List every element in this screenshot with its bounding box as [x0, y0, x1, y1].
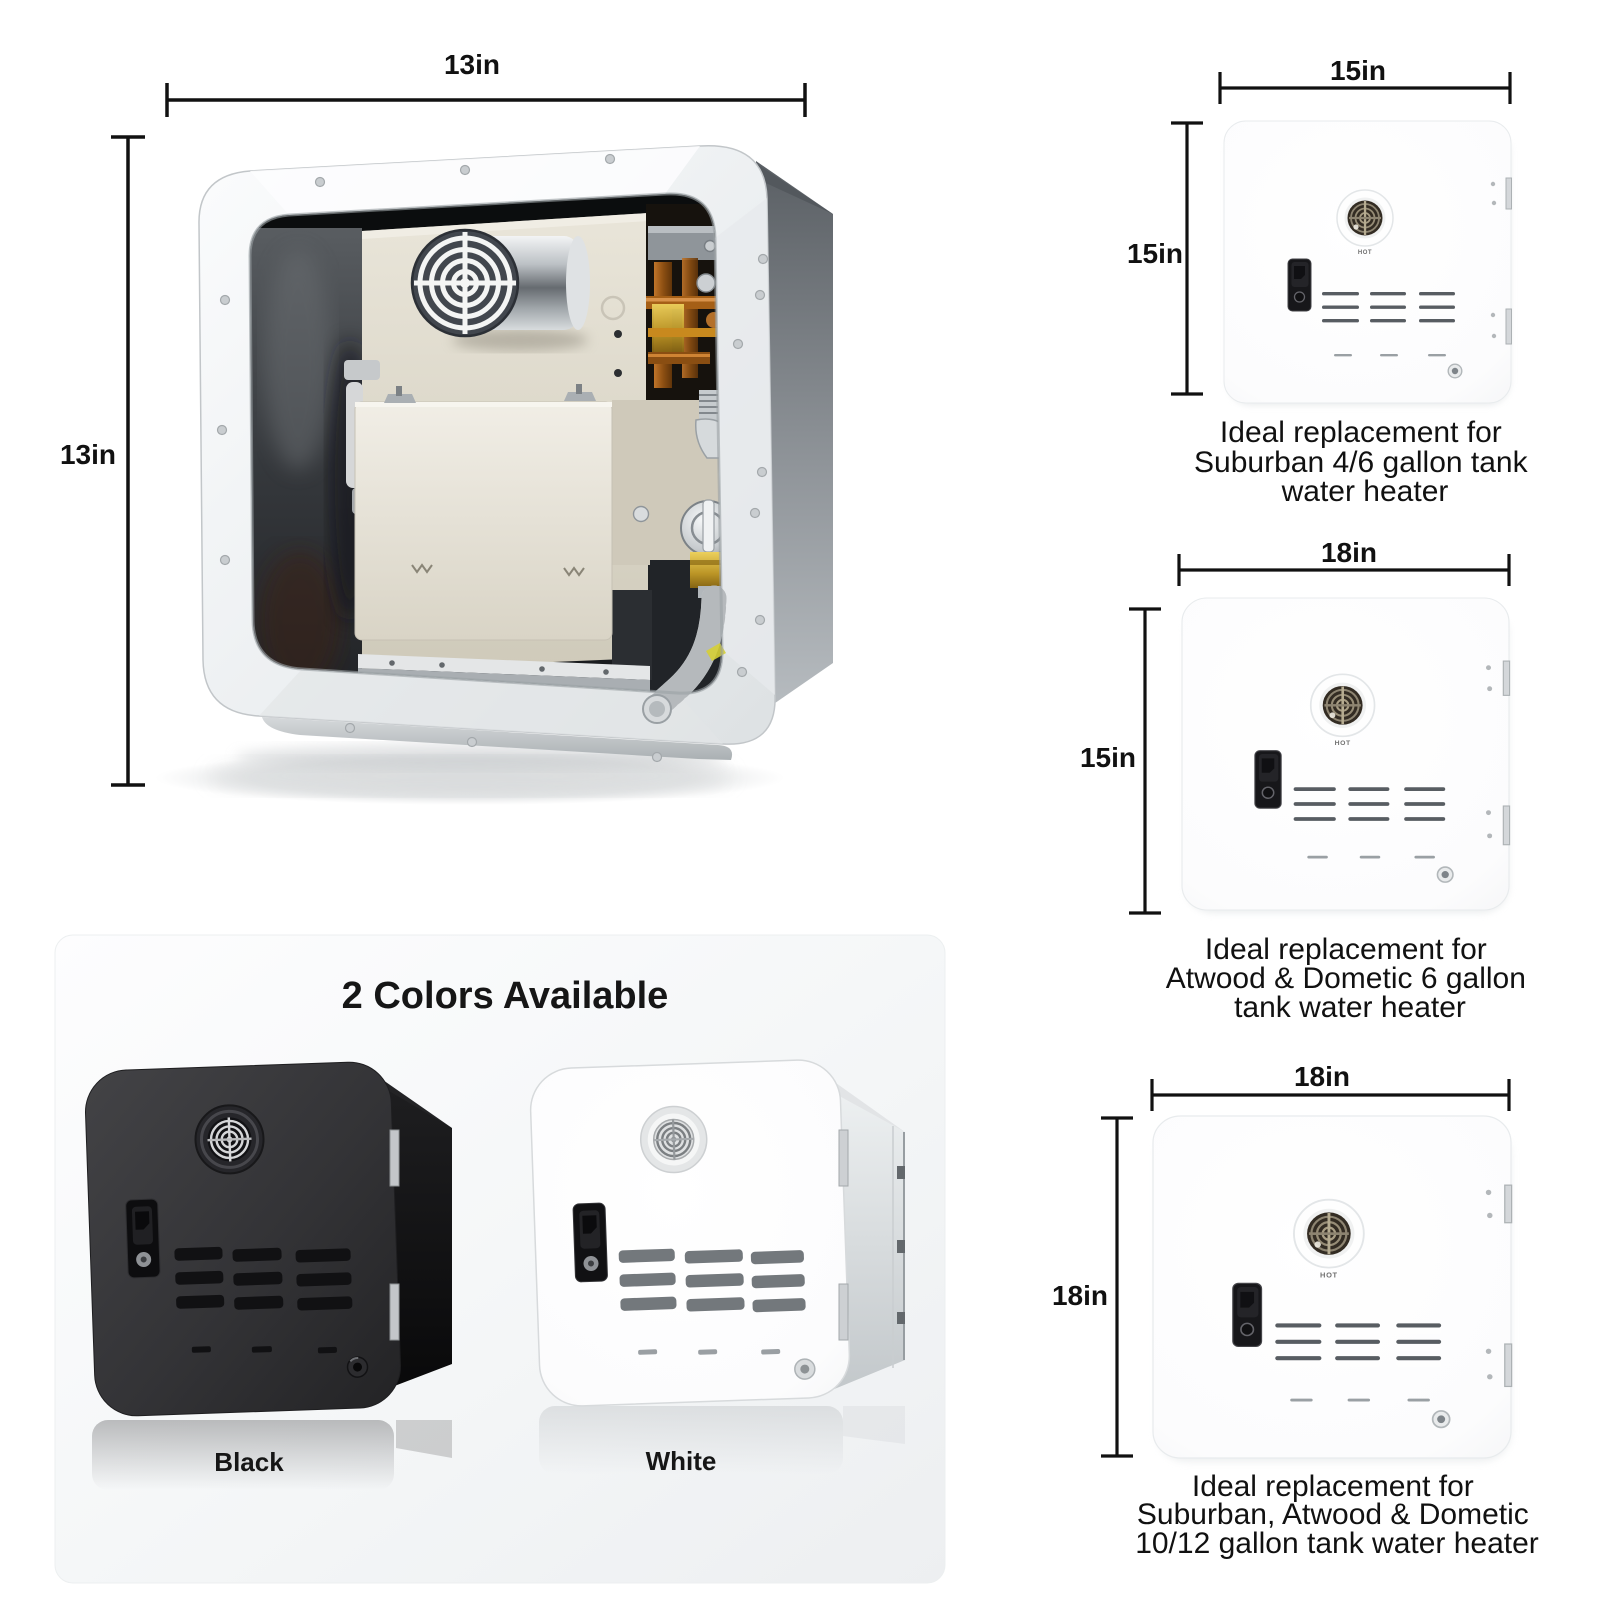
svg-text:Ideal replacement for Subu: Ideal replacement for Suburban, Atwood &…: [1135, 1470, 1539, 1560]
svg-text:15in: 15in: [1127, 238, 1183, 269]
svg-text:White: White: [646, 1446, 717, 1476]
svg-text:Ideal replacement for Atwo: Ideal replacement for Atwood & Dometic 6…: [1166, 933, 1535, 1024]
svg-text:Ideal replacement for Subu: Ideal replacement for Suburban 4/6 gallo…: [1194, 416, 1536, 508]
svg-text:Black: Black: [214, 1447, 284, 1477]
svg-text:15in: 15in: [1080, 742, 1136, 773]
svg-text:13in: 13in: [444, 49, 500, 80]
svg-text:2 Colors Available: 2 Colors Available: [342, 975, 669, 1017]
svg-text:18in: 18in: [1294, 1061, 1350, 1092]
svg-text:15in: 15in: [1330, 55, 1386, 86]
svg-text:18in: 18in: [1321, 537, 1377, 568]
svg-text:13in: 13in: [60, 439, 116, 470]
svg-text:18in: 18in: [1052, 1280, 1108, 1311]
